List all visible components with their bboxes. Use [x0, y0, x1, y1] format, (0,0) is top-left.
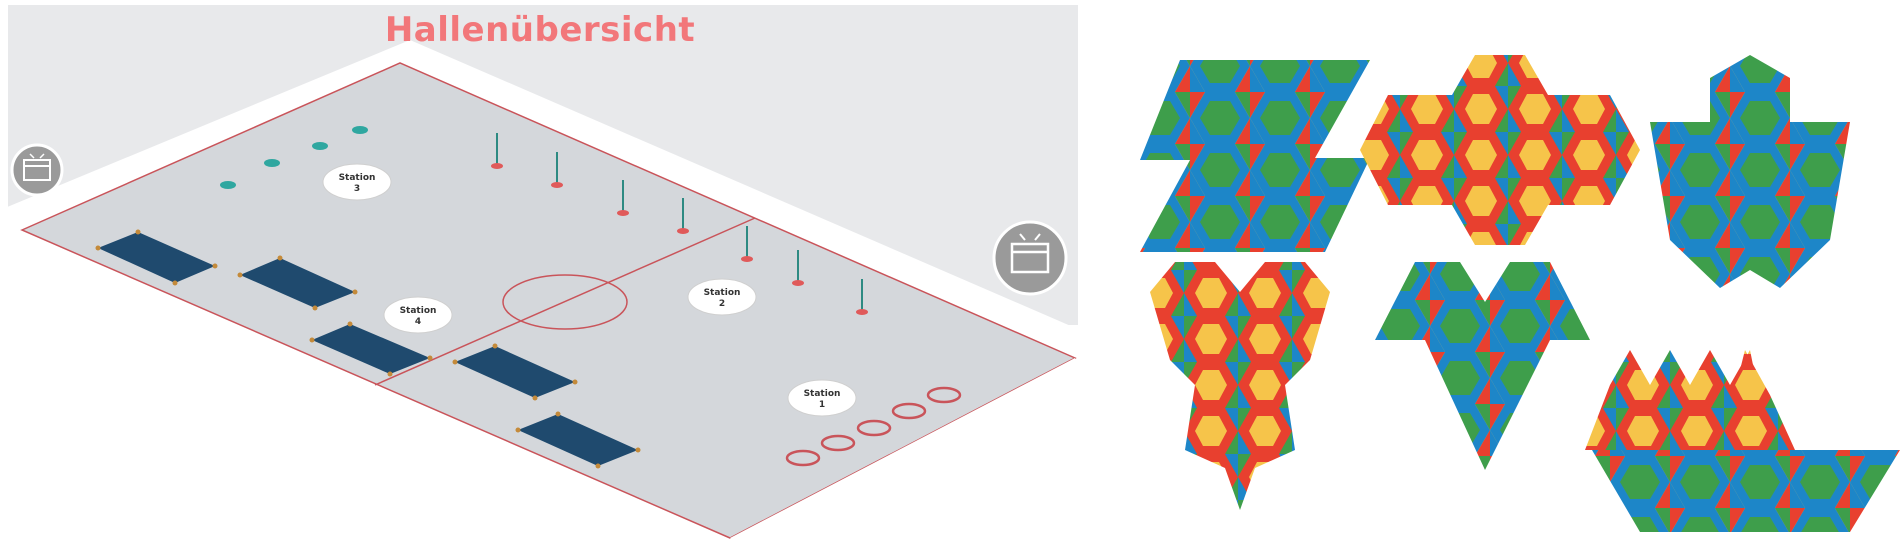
cone	[220, 181, 236, 189]
gym-mat	[518, 414, 638, 466]
cone	[264, 159, 280, 167]
gym-box-icon-right	[992, 220, 1068, 296]
boat-hull	[1592, 450, 1900, 532]
svg-text:3: 3	[354, 184, 360, 194]
station-2-label: Station 2	[687, 278, 757, 316]
gym-mat	[455, 346, 575, 398]
gym-mat	[240, 258, 355, 308]
gym-box-icon-left	[10, 143, 64, 197]
gym-mat	[312, 324, 430, 374]
cross-shape	[1360, 55, 1640, 245]
gym-mats	[95, 229, 641, 469]
hall-overview-panel: Station 3 Station 4 Station 2 Station 1	[8, 5, 1078, 547]
cones	[220, 126, 368, 189]
station-3-label: Station 3	[322, 163, 392, 201]
v-shape	[1375, 262, 1590, 470]
z-shape	[1140, 60, 1370, 252]
boat-sail	[1720, 350, 1795, 450]
heart-shape	[1150, 262, 1330, 510]
svg-text:Station: Station	[400, 306, 437, 316]
hoops	[785, 386, 962, 467]
hall-diagram: Station 3 Station 4 Station 2 Station 1	[8, 5, 1078, 547]
center-circle	[502, 274, 628, 330]
svg-text:Station: Station	[804, 389, 841, 399]
station-4-label: Station 4	[383, 296, 453, 334]
page-title: Hallenübersicht	[384, 10, 696, 50]
floor-edge	[730, 358, 1075, 547]
svg-text:2: 2	[719, 299, 725, 309]
boat-shape	[1585, 350, 1770, 450]
svg-text:Station: Station	[339, 173, 376, 183]
station-1-label: Station 1	[787, 379, 857, 417]
svg-text:Station: Station	[704, 288, 741, 298]
tangram-puzzle-panel	[1130, 40, 1902, 540]
svg-text:4: 4	[415, 317, 421, 327]
flower-shape	[1650, 55, 1850, 288]
svg-text:1: 1	[819, 400, 825, 410]
center-line	[374, 217, 756, 386]
cone	[352, 126, 368, 134]
puzzle-shapes	[1140, 55, 1900, 532]
cone	[312, 142, 328, 150]
slalom-poles	[491, 133, 868, 315]
gym-mat	[98, 232, 215, 283]
